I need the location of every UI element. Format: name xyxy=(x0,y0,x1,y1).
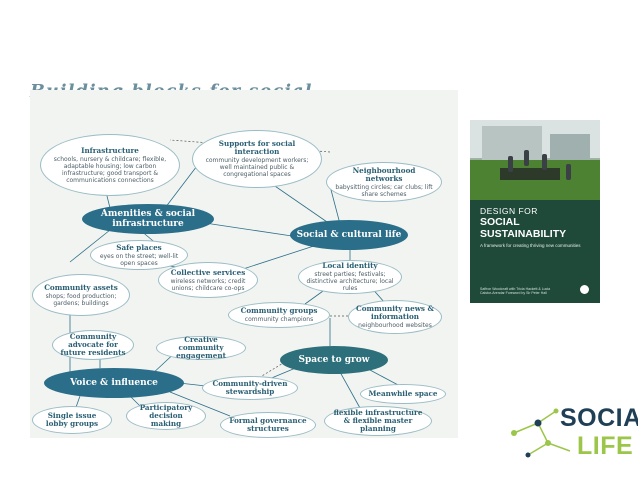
node-title: Neighbourhood networks xyxy=(352,165,416,183)
node-participatory: Participatory decision making xyxy=(126,402,206,430)
node-community-stewardship: Community-driven stewardship xyxy=(202,376,298,400)
connector-line xyxy=(129,395,141,407)
hub-social-cultural: Social & cultural life xyxy=(290,220,408,250)
node-neighbourhood-networks: Neighbourhood networks babysitting circl… xyxy=(326,162,442,202)
node-title: Community groups xyxy=(240,306,318,315)
node-supports: Supports for social interaction communit… xyxy=(192,130,322,188)
node-desc: neighbourhood websites xyxy=(358,322,432,329)
node-title: Safe places xyxy=(116,242,162,252)
node-desc: schools, nursery & childcare; flexible, … xyxy=(53,155,167,184)
node-title: Community assets xyxy=(44,282,118,292)
node-community-advocate: Community advocate for future residents xyxy=(52,330,134,360)
node-single-issue: Single issue lobby groups xyxy=(32,406,112,434)
node-desc: wireless networks; credit unions; childc… xyxy=(170,277,246,292)
node-title: Community news & information xyxy=(356,304,434,321)
node-title: Creative community engagement xyxy=(176,335,226,360)
node-desc: babysitting circles; car clubs; lift sha… xyxy=(335,183,433,198)
tree-icon xyxy=(580,285,589,294)
hub-voice-influence: Voice & influence xyxy=(44,368,184,398)
connector-line xyxy=(239,243,321,271)
node-collective-services: Collective services wireless networks; c… xyxy=(158,262,258,298)
book-cover-photo xyxy=(470,120,600,200)
node-title: Participatory decision making xyxy=(139,403,193,428)
network-dots-icon xyxy=(511,408,571,458)
logo-word-social: SOCIAL xyxy=(560,404,638,432)
node-community-assets: Community assets shops; food production;… xyxy=(32,274,130,316)
node-title: Meanwhile space xyxy=(368,389,438,398)
node-title: Community advocate for future residents xyxy=(60,332,126,357)
node-title: Collective services xyxy=(170,267,246,277)
node-creative-engagement: Creative community engagement xyxy=(156,336,246,360)
node-local-identity: Local identity street parties; festivals… xyxy=(298,260,402,294)
node-desc: community champions xyxy=(244,316,314,323)
connector-line xyxy=(169,391,231,417)
node-community-groups: Community groups community champions xyxy=(228,302,330,328)
node-title: Amenities & social infrastructure xyxy=(100,209,196,229)
hub-space-to-grow: Space to grow xyxy=(280,346,388,374)
social-life-logo: SOCIAL LIFE xyxy=(508,393,638,473)
connector-line xyxy=(339,371,361,409)
node-title: Formal governance structures xyxy=(229,416,307,433)
book-cover: DESIGN FOR SOCIAL SUSTAINABILITY A frame… xyxy=(470,120,600,303)
node-title: Local identity xyxy=(322,261,378,270)
node-formal-governance: Formal governance structures xyxy=(220,412,316,438)
book-credits: Saffron Woodcraft with Tricia Hackett & … xyxy=(480,287,551,295)
book-line2: SOCIAL xyxy=(480,216,520,228)
node-flexible-infrastructure: flexible infrastructure & flexible maste… xyxy=(324,406,432,436)
node-title: Community-driven stewardship xyxy=(212,379,288,396)
node-title: Space to grow xyxy=(298,355,370,365)
connector-line xyxy=(164,161,201,209)
node-title: Supports for social interaction xyxy=(218,139,296,156)
book-line1: DESIGN FOR xyxy=(480,206,538,216)
node-meanwhile-space: Meanwhile space xyxy=(360,384,446,404)
node-title: Voice & influence xyxy=(70,378,158,388)
node-title: Social & cultural life xyxy=(296,230,402,240)
node-community-news: Community news & information neighbourho… xyxy=(348,300,442,334)
book-subtitle: A framework for creating thriving new co… xyxy=(480,243,581,248)
logo-word-life: LIFE xyxy=(577,432,634,460)
book-cover-text: DESIGN FOR SOCIAL SUSTAINABILITY A frame… xyxy=(480,206,594,249)
book-line3: SUSTAINABILITY xyxy=(480,228,567,240)
node-title: Single issue lobby groups xyxy=(45,411,99,428)
node-title: flexible infrastructure & flexible maste… xyxy=(333,408,423,433)
node-infrastructure: Infrastructure schools, nursery & childc… xyxy=(40,134,180,196)
hub-amenities: Amenities & social infrastructure xyxy=(82,204,214,234)
connector-line xyxy=(69,229,111,263)
node-desc: street parties; festivals; distinctive a… xyxy=(306,271,394,292)
node-desc: eyes on the street; well-lit open spaces xyxy=(99,252,179,267)
connector-line xyxy=(329,185,341,225)
node-title: Infrastructure xyxy=(81,145,139,155)
node-safe-places: Safe places eyes on the street; well-lit… xyxy=(90,240,188,270)
building-blocks-diagram: Infrastructure schools, nursery & childc… xyxy=(30,90,458,438)
node-desc: shops; food production; gardens; buildin… xyxy=(45,292,117,307)
node-desc: community development workers; well main… xyxy=(205,157,309,178)
